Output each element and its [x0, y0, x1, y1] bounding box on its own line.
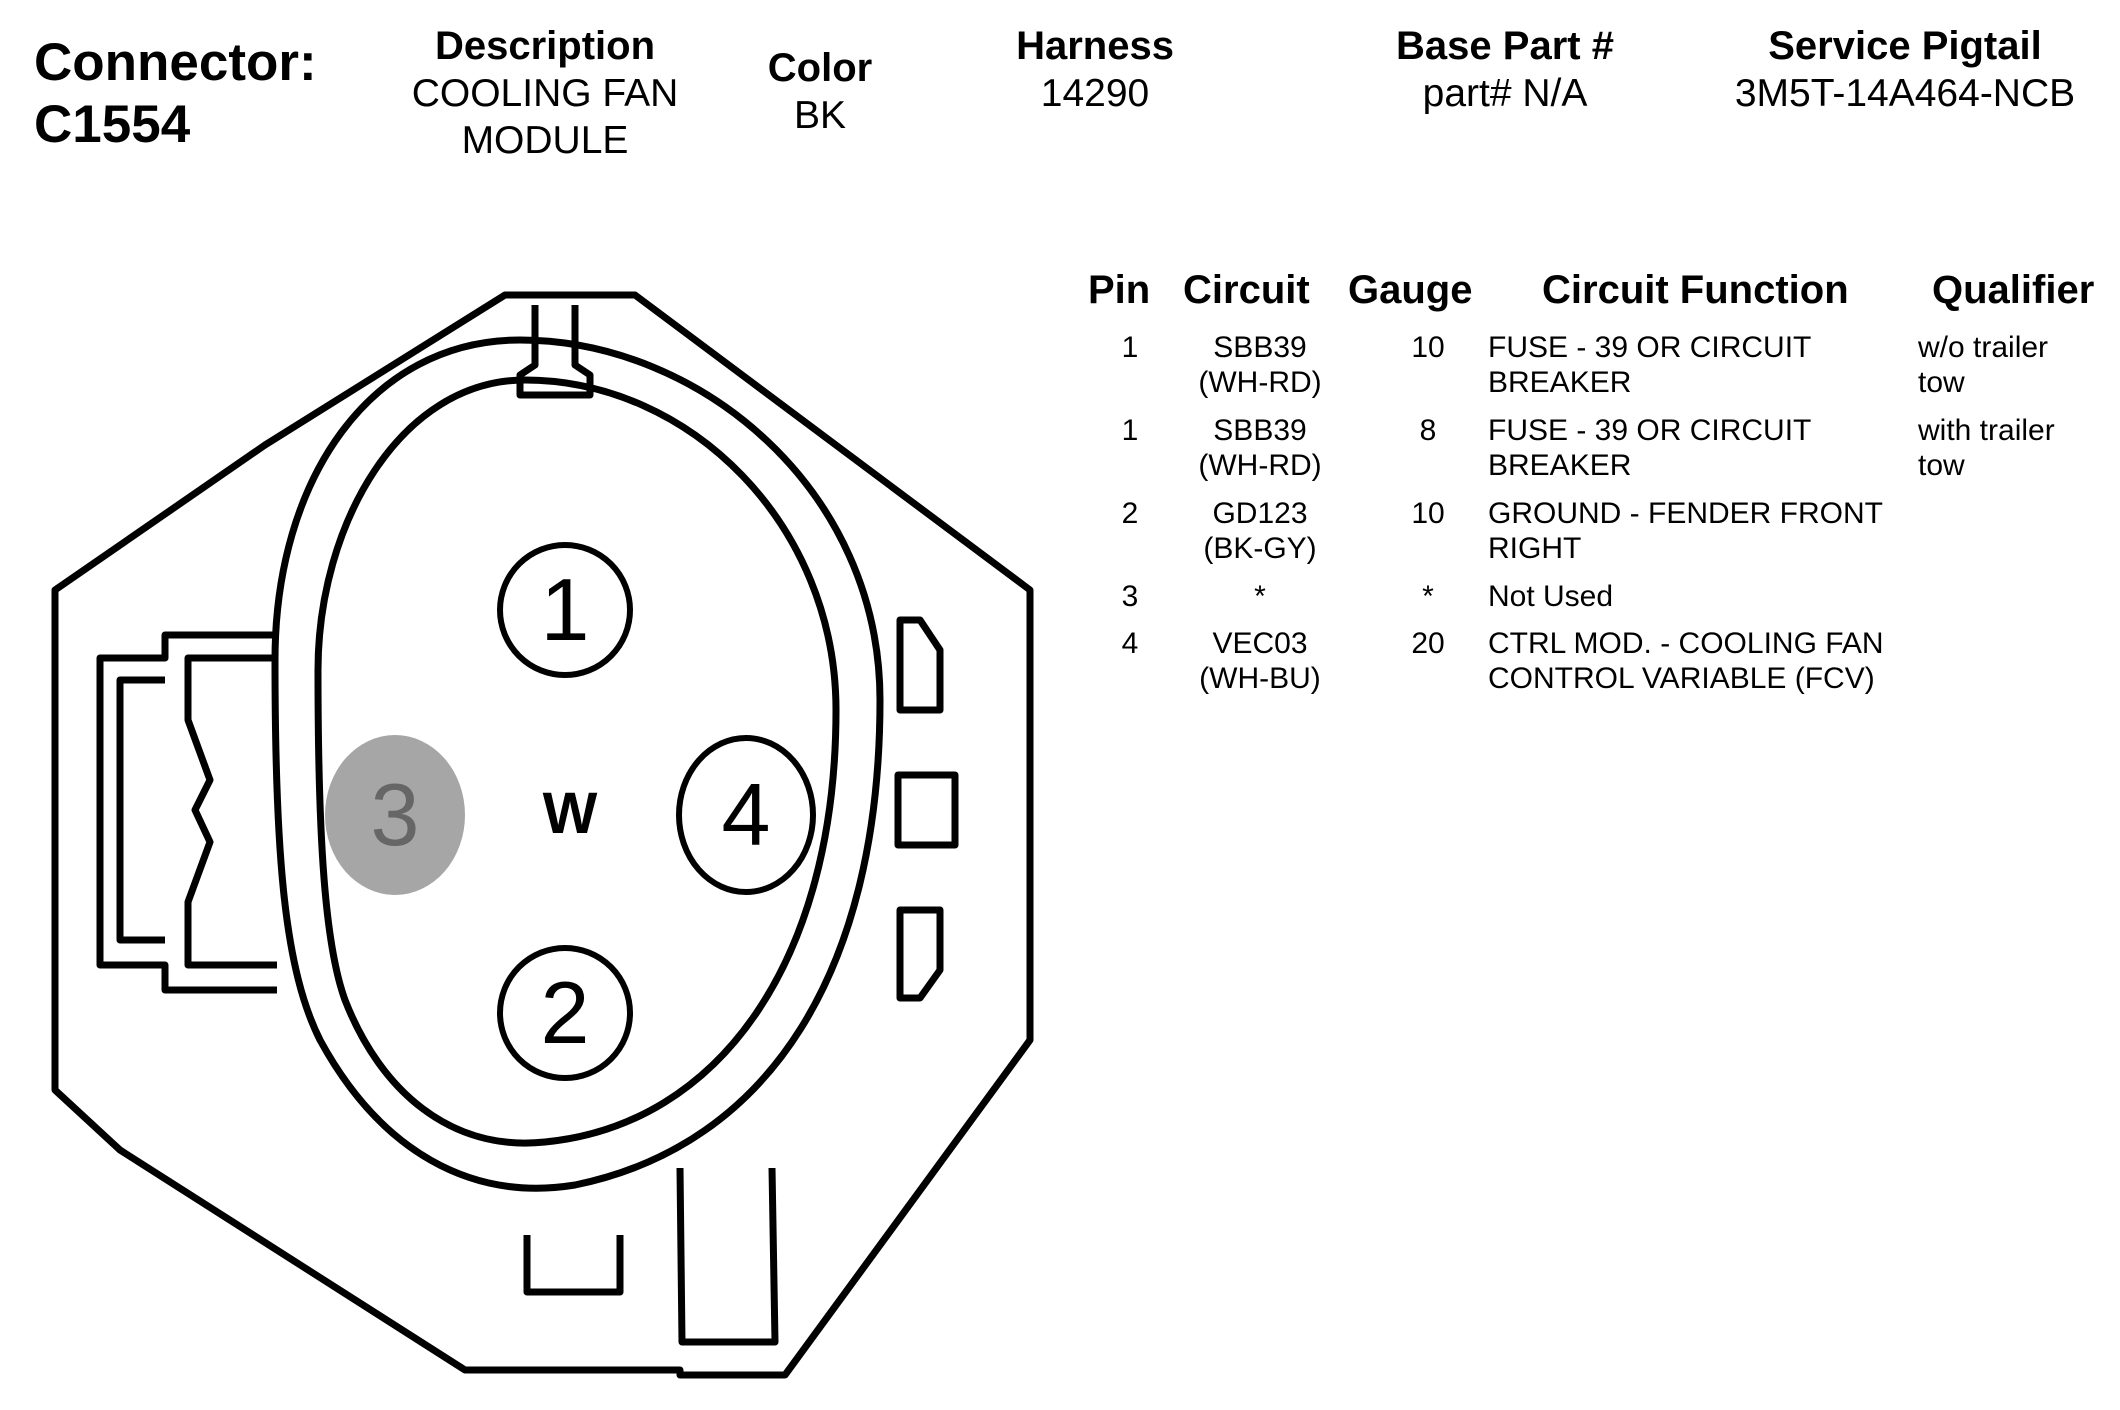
connector-face-diagram: 1 2 3 4 W — [51, 291, 1034, 1379]
gauge-cell: 10 — [1411, 331, 1445, 364]
base-part-column: Base Part # part# N/A — [1360, 22, 1650, 117]
service-pigtail-value: 3M5T-14A464-NCB — [1734, 72, 2076, 115]
qualifier-cell: with trailer tow — [1918, 414, 2055, 482]
left-lock-tab-outer — [96, 631, 277, 994]
connector-label: Connector: — [34, 33, 317, 92]
qualifier-cell: w/o trailer tow — [1918, 331, 2049, 399]
pin-1-label: 1 — [541, 560, 590, 659]
description-label: Description — [434, 24, 656, 68]
connector-inner-ring — [314, 376, 840, 1147]
bottom-right-latch — [676, 1167, 779, 1346]
pin-cell: 1 — [1121, 331, 1139, 364]
left-lock-tab-step — [116, 676, 165, 944]
circuit-cell: * — [1254, 580, 1266, 613]
function-cell: FUSE - 39 OR CIRCUIT BREAKER — [1488, 414, 1812, 482]
pin-3-label: 3 — [371, 765, 420, 864]
function-cell: CTRL MOD. - COOLING FAN CONTROL VARIABLE… — [1488, 627, 1884, 695]
pin-4-label: 4 — [722, 765, 771, 864]
right-key-middle — [894, 771, 959, 849]
gauge-cell: 20 — [1411, 627, 1445, 660]
function-cell: Not Used — [1488, 580, 1614, 613]
service-pigtail-column: Service Pigtail 3M5T-14A464-NCB — [1700, 22, 2110, 117]
description-column: Description COOLING FAN MODULE — [385, 22, 705, 164]
pin-cell: 2 — [1121, 497, 1139, 530]
gauge-cell: 8 — [1419, 414, 1437, 447]
base-part-label: Base Part # — [1396, 24, 1614, 68]
pin-cell: 1 — [1121, 414, 1139, 447]
connector-id: C1554 — [34, 95, 191, 154]
gauge-cell: * — [1422, 580, 1434, 613]
pin-4-cavity — [676, 735, 816, 895]
pin-1-cavity — [497, 542, 633, 678]
header-pin: Pin — [1088, 268, 1151, 312]
harness-column: Harness 14290 — [985, 22, 1205, 117]
service-pigtail-label: Service Pigtail — [1768, 24, 2042, 68]
base-part-value: part# N/A — [1422, 72, 1588, 115]
circuit-cell: VEC03 (WH-BU) — [1199, 627, 1321, 695]
center-orientation-mark: W — [543, 781, 598, 846]
connector-outer-body — [51, 291, 1034, 1379]
right-key-bottom — [896, 906, 944, 1002]
harness-label: Harness — [1016, 24, 1174, 68]
left-lock-tab-inner — [184, 654, 277, 969]
circuit-cell: SBB39 (WH-RD) — [1198, 331, 1322, 399]
color-label: Color — [767, 46, 873, 90]
function-cell: FUSE - 39 OR CIRCUIT BREAKER — [1488, 331, 1812, 399]
header-circuit: Circuit — [1183, 268, 1310, 312]
description-value: COOLING FAN MODULE — [411, 72, 679, 162]
circuit-cell: GD123 (BK-GY) — [1203, 497, 1317, 565]
color-value: BK — [793, 94, 847, 137]
pin-2-cavity — [497, 945, 633, 1081]
header-circuit-function: Circuit Function — [1542, 268, 1849, 312]
connector-title: Connector: C1554 — [34, 32, 317, 156]
top-latch — [516, 305, 594, 399]
gauge-cell: 10 — [1411, 497, 1445, 530]
pin-3-cavity — [325, 735, 465, 895]
pin-2-label: 2 — [541, 963, 590, 1062]
pin-cell: 3 — [1121, 580, 1139, 613]
circuit-cell: SBB39 (WH-RD) — [1198, 414, 1322, 482]
harness-value: 14290 — [1040, 72, 1150, 115]
right-key-top — [896, 616, 944, 714]
connector-outer-ring — [271, 336, 884, 1192]
header-qualifier: Qualifier — [1932, 268, 2095, 312]
header-gauge: Gauge — [1348, 268, 1473, 312]
pin-cell: 4 — [1121, 627, 1139, 660]
bottom-latch — [523, 1235, 624, 1296]
function-cell: GROUND - FENDER FRONT RIGHT — [1488, 497, 1883, 565]
color-column: Color BK — [740, 44, 900, 139]
